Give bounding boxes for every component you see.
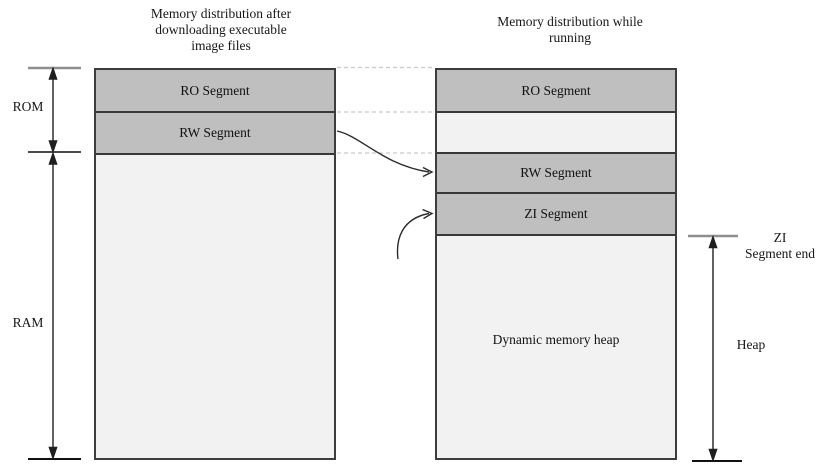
zi-segment-end-label: ZI Segment end <box>734 230 826 262</box>
left-segment-ro-label: RO Segment <box>180 82 250 98</box>
left-segment-rw-label: RW Segment <box>179 125 251 140</box>
ram-range-label: RAM <box>12 315 44 330</box>
right-segment-rw: RW Segment <box>437 154 675 194</box>
heap-range-label: Heap <box>736 337 766 352</box>
right-segment-zi: ZI Segment <box>437 194 675 236</box>
right-column-title: Memory distribution while running <box>450 14 690 46</box>
right-memory-column: RO Segment RW Segment ZI Segment Dynamic… <box>435 68 677 460</box>
right-segment-ro: RO Segment <box>437 70 675 113</box>
zi-segment-end-line-2: Segment end <box>744 246 816 261</box>
right-segment-ro-label: RO Segment <box>521 82 591 98</box>
heap-range-arrow <box>708 234 718 463</box>
left-column-title: Memory distribution after downloading ex… <box>101 6 341 54</box>
left-segment-rw: RW Segment <box>96 113 334 155</box>
right-title-line-1: Memory distribution while <box>497 14 643 29</box>
left-segment-free <box>96 155 334 458</box>
rom-range-arrow <box>48 66 58 154</box>
zi-segment-end-line-1: ZI <box>773 230 787 245</box>
rom-range-label: ROM <box>12 99 44 114</box>
right-segment-rw-label: RW Segment <box>520 165 592 180</box>
rw-copy-arrow <box>336 130 434 178</box>
right-segment-heap: Dynamic memory heap <box>437 236 675 458</box>
left-title-line-1: Memory distribution after <box>150 6 292 21</box>
right-title-line-2: running <box>549 30 591 45</box>
right-segment-zi-label: ZI Segment <box>524 206 588 221</box>
left-title-line-3: image files <box>191 38 251 53</box>
ram-range-arrow <box>48 151 58 461</box>
zi-init-arrow <box>396 208 434 260</box>
left-memory-column: RO Segment RW Segment <box>94 68 336 460</box>
left-segment-ro: RO Segment <box>96 70 334 113</box>
left-title-line-2: downloading executable <box>155 22 287 37</box>
right-segment-heap-label: Dynamic memory heap <box>492 332 620 347</box>
right-segment-gap <box>437 113 675 154</box>
